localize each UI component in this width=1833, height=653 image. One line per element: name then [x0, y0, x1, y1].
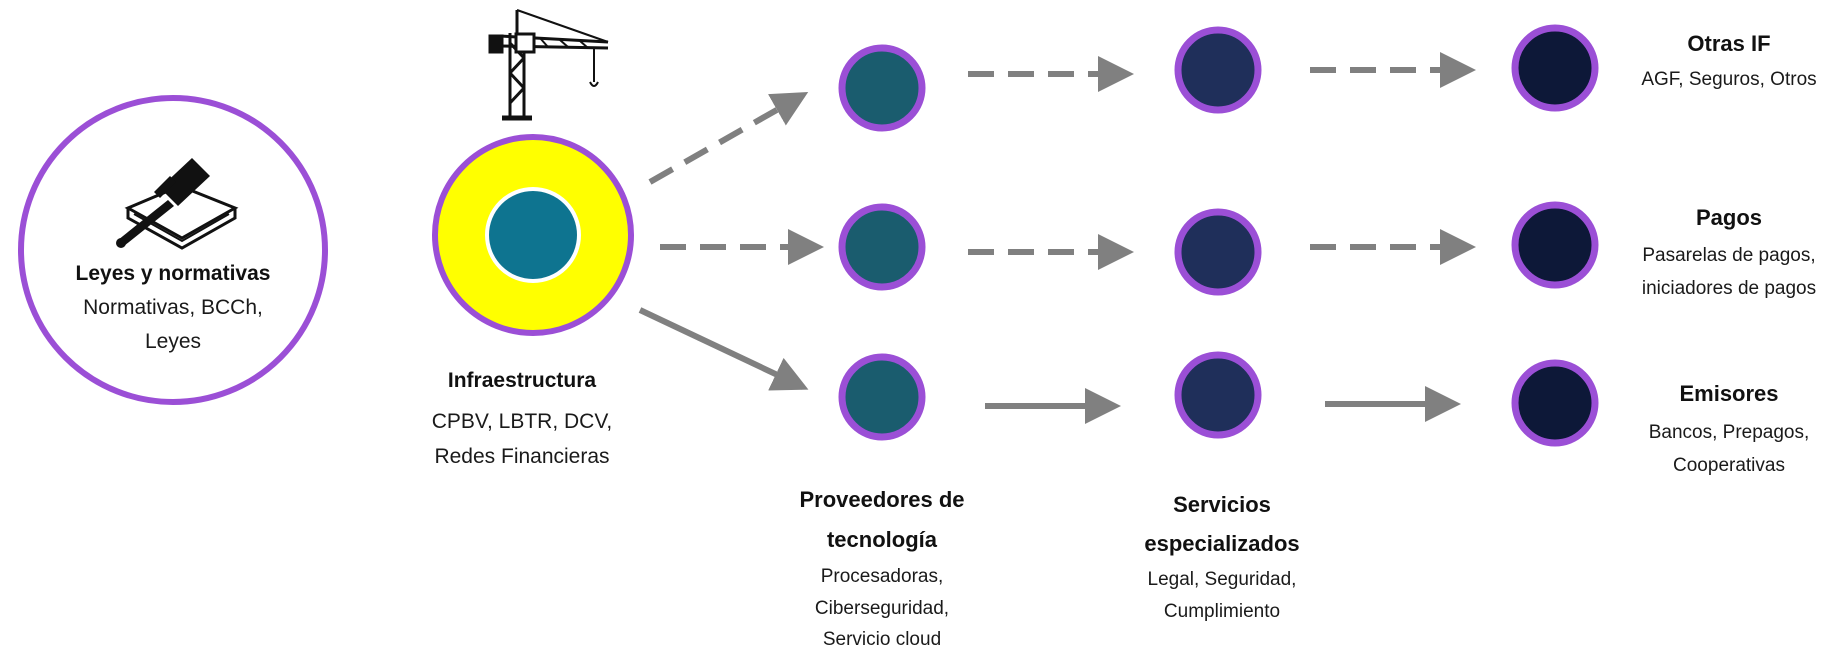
servicios-line-1: Legal, Seguridad,	[1148, 569, 1297, 590]
proveedores-label: Proveedores de tecnología Procesadoras, …	[799, 487, 964, 650]
proveedores-line-1: Procesadoras,	[821, 566, 944, 587]
laws-circle	[18, 95, 328, 405]
pagos-title: Pagos	[1696, 205, 1762, 230]
node-proveedores-mid	[838, 203, 926, 291]
servicios-line-2: Cumplimiento	[1164, 601, 1280, 622]
proveedores-line-2: Ciberseguridad,	[815, 598, 949, 619]
proveedores-title-2: tecnología	[827, 527, 938, 552]
arrow-infra-to-top	[648, 92, 809, 185]
node-servicios-bottom	[1174, 351, 1262, 439]
destination-nodes	[1511, 24, 1599, 447]
servicios-nodes	[1174, 26, 1262, 439]
arrow-infra-to-bottom	[638, 307, 809, 391]
otras-if-label: Otras IF AGF, Seguros, Otros	[1641, 31, 1816, 90]
node-emisores	[1511, 359, 1599, 447]
proveedores-nodes	[838, 44, 926, 441]
emisores-label: Emisores Bancos, Prepagos, Cooperativas	[1649, 381, 1810, 476]
infra-line-1: CPBV, LBTR, DCV,	[432, 410, 613, 433]
proveedores-title-1: Proveedores de	[799, 487, 964, 512]
otras-if-line-1: AGF, Seguros, Otros	[1641, 69, 1816, 90]
otras-if-title: Otras IF	[1687, 31, 1770, 56]
emisores-line-2: Cooperativas	[1673, 455, 1785, 476]
servicios-title-1: Servicios	[1173, 492, 1271, 517]
infra-line-2: Redes Financieras	[434, 445, 609, 468]
emisores-title: Emisores	[1679, 381, 1778, 406]
crane-icon	[488, 9, 609, 121]
servicios-label: Servicios especializados Legal, Segurida…	[1144, 492, 1299, 622]
infra-core-circle	[485, 187, 581, 283]
pagos-line-1: Pasarelas de pagos,	[1642, 245, 1815, 266]
infra-title: Infraestructura	[448, 369, 597, 392]
pagos-line-2: iniciadores de pagos	[1642, 278, 1816, 299]
laws-group: Leyes y normativas Normativas, BCCh, Ley…	[18, 95, 328, 405]
proveedores-line-3: Servicio cloud	[823, 629, 941, 650]
pagos-label: Pagos Pasarelas de pagos, iniciadores de…	[1642, 205, 1816, 299]
arrows	[638, 52, 1476, 424]
laws-title: Leyes y normativas	[76, 262, 271, 285]
node-proveedores-top	[838, 44, 926, 132]
node-servicios-top	[1174, 26, 1262, 114]
node-servicios-mid	[1174, 208, 1262, 296]
node-otras-if	[1511, 24, 1599, 112]
servicios-title-2: especializados	[1144, 531, 1299, 556]
laws-line-1: Normativas, BCCh,	[83, 296, 263, 319]
node-pagos	[1511, 201, 1599, 289]
node-proveedores-bottom	[838, 353, 926, 441]
laws-line-2: Leyes	[145, 330, 201, 353]
emisores-line-1: Bancos, Prepagos,	[1649, 422, 1810, 443]
gavel-book-icon	[116, 158, 239, 250]
infra-group: Infraestructura CPBV, LBTR, DCV, Redes F…	[432, 134, 634, 468]
